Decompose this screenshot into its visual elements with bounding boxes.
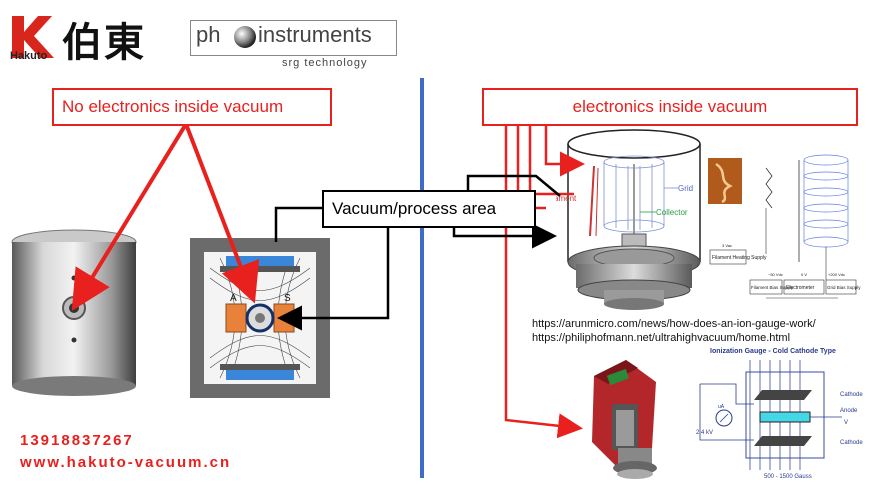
ph-tagline: srg technology <box>282 57 368 69</box>
cold-cathode-anode-label: Anode <box>840 408 858 414</box>
cold-cathode-schematic: Ionization Gauge - Cold Cathode Type uA … <box>696 348 863 480</box>
cold-cathode-gauge-photo <box>592 360 657 479</box>
circuit-grid-bias: Grid Bias Supply <box>827 285 861 290</box>
magnet-label-s: S <box>284 293 291 304</box>
circuit-v-heat: 3 Vac <box>722 243 732 248</box>
hakuto-cjk-logo: 伯東 <box>62 20 146 66</box>
vacuum-area-label: Vacuum/process area <box>322 190 536 228</box>
cold-cathode-gauss: 500 - 1500 Gauss <box>764 474 812 480</box>
contact-website[interactable]: www.hakuto-vacuum.cn <box>20 454 232 471</box>
hakuto-logo-icon <box>12 16 54 58</box>
hot-cathode-gauge-illustration: Grid Collector ament <box>556 129 701 310</box>
circuit-v-neg50: ~50 Vdc <box>768 272 783 277</box>
cold-cathode-top-label: Cathode <box>840 392 863 398</box>
ion-gauge-circuit-diagram: Filament Heating Supply Filament Bias Su… <box>708 154 861 299</box>
magnet-label-a: A <box>230 293 237 304</box>
circuit-v-zero: 0 V <box>801 272 807 277</box>
circuit-v-pos200: +200 Vdc <box>828 272 845 277</box>
contact-phone[interactable]: 13918837267 <box>20 432 134 449</box>
circuit-electrometer: Electrometer <box>786 285 815 291</box>
source-url-arunmicro[interactable]: https://arunmicro.com/news/how-does-an-i… <box>532 318 816 330</box>
cold-cathode-voltage: 2.4 kV <box>696 430 713 436</box>
circuit-filament-bias: Filament Bias Supply <box>751 285 794 290</box>
ph-sphere-icon <box>234 26 256 48</box>
magnet-cross-section: A S <box>190 238 330 398</box>
source-url-philiphofmann[interactable]: https://philiphofmann.net/ultrahighvacuu… <box>532 332 791 344</box>
passive-gauge-photo <box>11 229 137 396</box>
label-filament: ament <box>556 194 577 203</box>
center-divider <box>420 78 424 478</box>
cold-cathode-vac: V <box>844 420 848 426</box>
cold-cathode-ua: uA <box>718 404 725 410</box>
no-electronics-label: No electronics inside vacuum <box>52 88 332 126</box>
ph-instruments-logo <box>190 20 397 56</box>
ph-name: instruments <box>258 22 372 47</box>
electronics-label: electronics inside vacuum <box>482 88 858 126</box>
label-grid: Grid <box>678 184 693 193</box>
hakuto-wordmark: Hakuto <box>10 50 48 62</box>
cold-cathode-title: Ionization Gauge - Cold Cathode Type <box>710 348 836 355</box>
cold-cathode-bottom-label: Cathode <box>840 440 863 446</box>
label-collector: Collector <box>656 208 688 217</box>
circuit-filament-heating: Filament Heating Supply <box>712 255 767 261</box>
ph-prefix: ph <box>196 22 221 47</box>
